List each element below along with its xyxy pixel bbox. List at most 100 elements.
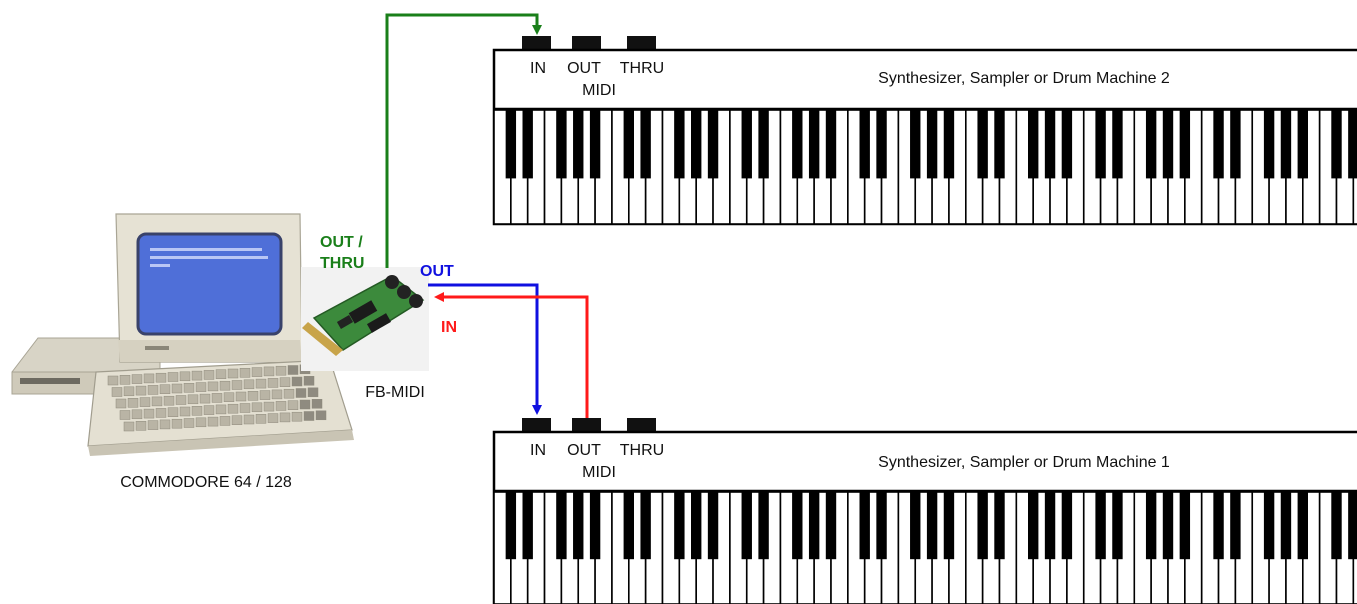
- synth-1-piano-keyboard-icon: [493, 491, 1357, 604]
- black-key: [758, 110, 769, 179]
- computer-key: [167, 372, 179, 382]
- black-key: [825, 492, 837, 560]
- computer-key: [235, 391, 247, 402]
- computer-key: [195, 417, 207, 428]
- computer-key: [239, 403, 251, 413]
- black-key: [1263, 110, 1275, 179]
- black-key: [943, 492, 955, 560]
- black-key: [505, 110, 517, 179]
- black-key: [741, 110, 752, 179]
- computer-key: [291, 411, 303, 422]
- computer-key: [123, 386, 135, 397]
- black-key: [573, 110, 584, 179]
- black-key: [1095, 492, 1106, 560]
- black-key: [792, 492, 803, 560]
- black-key: [808, 492, 820, 560]
- computer-key: [139, 397, 151, 407]
- black-key: [1061, 492, 1073, 560]
- computer-key: [163, 395, 175, 406]
- black-key: [1095, 110, 1106, 179]
- black-key: [1162, 110, 1174, 179]
- black-key: [1145, 492, 1157, 560]
- in-connection-line: [434, 292, 589, 418]
- synth-1-midi-label: MIDI: [582, 464, 616, 481]
- computer-key: [159, 384, 171, 394]
- interface-caption: FB-MIDI: [365, 384, 425, 401]
- synth-2: IN OUT THRU MIDI Synthesizer, Sampler or…: [492, 36, 1357, 226]
- synth-2-midi-label: MIDI: [582, 82, 616, 99]
- black-key: [640, 492, 651, 560]
- black-key: [994, 492, 1005, 560]
- computer-key: [127, 398, 139, 408]
- black-key: [1331, 492, 1342, 560]
- black-key: [1112, 110, 1123, 179]
- computer-key: [267, 413, 279, 423]
- synth-1-midi-in-jack: [522, 418, 551, 432]
- computer-key: [243, 379, 255, 390]
- computer-key: [287, 400, 299, 410]
- black-key: [1297, 110, 1308, 179]
- synth-1-midi-out-jack: [572, 418, 601, 432]
- black-key: [1348, 110, 1357, 179]
- computer-key: [263, 401, 275, 412]
- synth-1-port-in-label: IN: [530, 442, 546, 459]
- out-thru-label-line-2: THRU: [320, 255, 364, 272]
- computer-key: [291, 376, 303, 387]
- black-key: [1179, 492, 1191, 560]
- black-key: [1348, 492, 1357, 560]
- black-key: [505, 492, 517, 560]
- computer-key: [279, 377, 291, 387]
- computer-key: [275, 365, 287, 376]
- synth-1-port-out-label: OUT: [567, 442, 601, 459]
- black-key: [910, 492, 921, 560]
- computer-key: [187, 394, 199, 405]
- black-key: [977, 492, 988, 560]
- black-key: [691, 110, 702, 179]
- computer-key: [179, 406, 191, 417]
- computer-key: [219, 416, 231, 426]
- black-key: [792, 110, 803, 179]
- black-key: [926, 110, 938, 179]
- out-connection-line: [428, 283, 542, 415]
- computer-key: [211, 393, 223, 403]
- computer-key: [203, 405, 215, 415]
- black-key: [589, 492, 601, 560]
- computer-key: [111, 387, 123, 397]
- black-key: [1044, 110, 1056, 179]
- computer-key: [303, 376, 315, 386]
- black-key: [943, 110, 955, 179]
- thru-connection-line: [385, 13, 542, 268]
- black-key: [707, 110, 719, 179]
- synth-2-midi-out-jack: [572, 36, 601, 50]
- synth-1-port-thru-label: THRU: [620, 442, 664, 459]
- retro-computer-icon: [11, 213, 354, 456]
- computer-key: [215, 369, 227, 379]
- computer-key: [131, 409, 143, 420]
- computer-key: [267, 378, 279, 388]
- computer-key: [207, 416, 219, 427]
- black-key: [1061, 110, 1073, 179]
- computer-key: [167, 407, 179, 417]
- computer-key: [287, 365, 299, 375]
- synth-2-port-in-label: IN: [530, 60, 546, 77]
- black-key: [556, 492, 567, 560]
- synth-2-port-out-label: OUT: [567, 60, 601, 77]
- synth-1: IN OUT THRU MIDI Synthesizer, Sampler or…: [492, 418, 1357, 604]
- black-key: [825, 110, 837, 179]
- computer-key: [239, 368, 251, 378]
- computer-key: [275, 401, 287, 411]
- computer-key: [247, 391, 259, 401]
- black-key: [1213, 492, 1224, 560]
- black-key: [522, 492, 533, 560]
- black-key: [876, 110, 887, 179]
- out-label: OUT: [420, 263, 454, 280]
- computer-key: [303, 411, 315, 421]
- computer-key: [147, 385, 159, 395]
- midi-socket-1: [385, 275, 399, 289]
- black-key: [640, 110, 651, 179]
- black-key: [589, 110, 601, 179]
- black-key: [623, 110, 634, 179]
- black-key: [808, 110, 820, 179]
- black-key: [556, 110, 567, 179]
- computer-key: [203, 370, 215, 380]
